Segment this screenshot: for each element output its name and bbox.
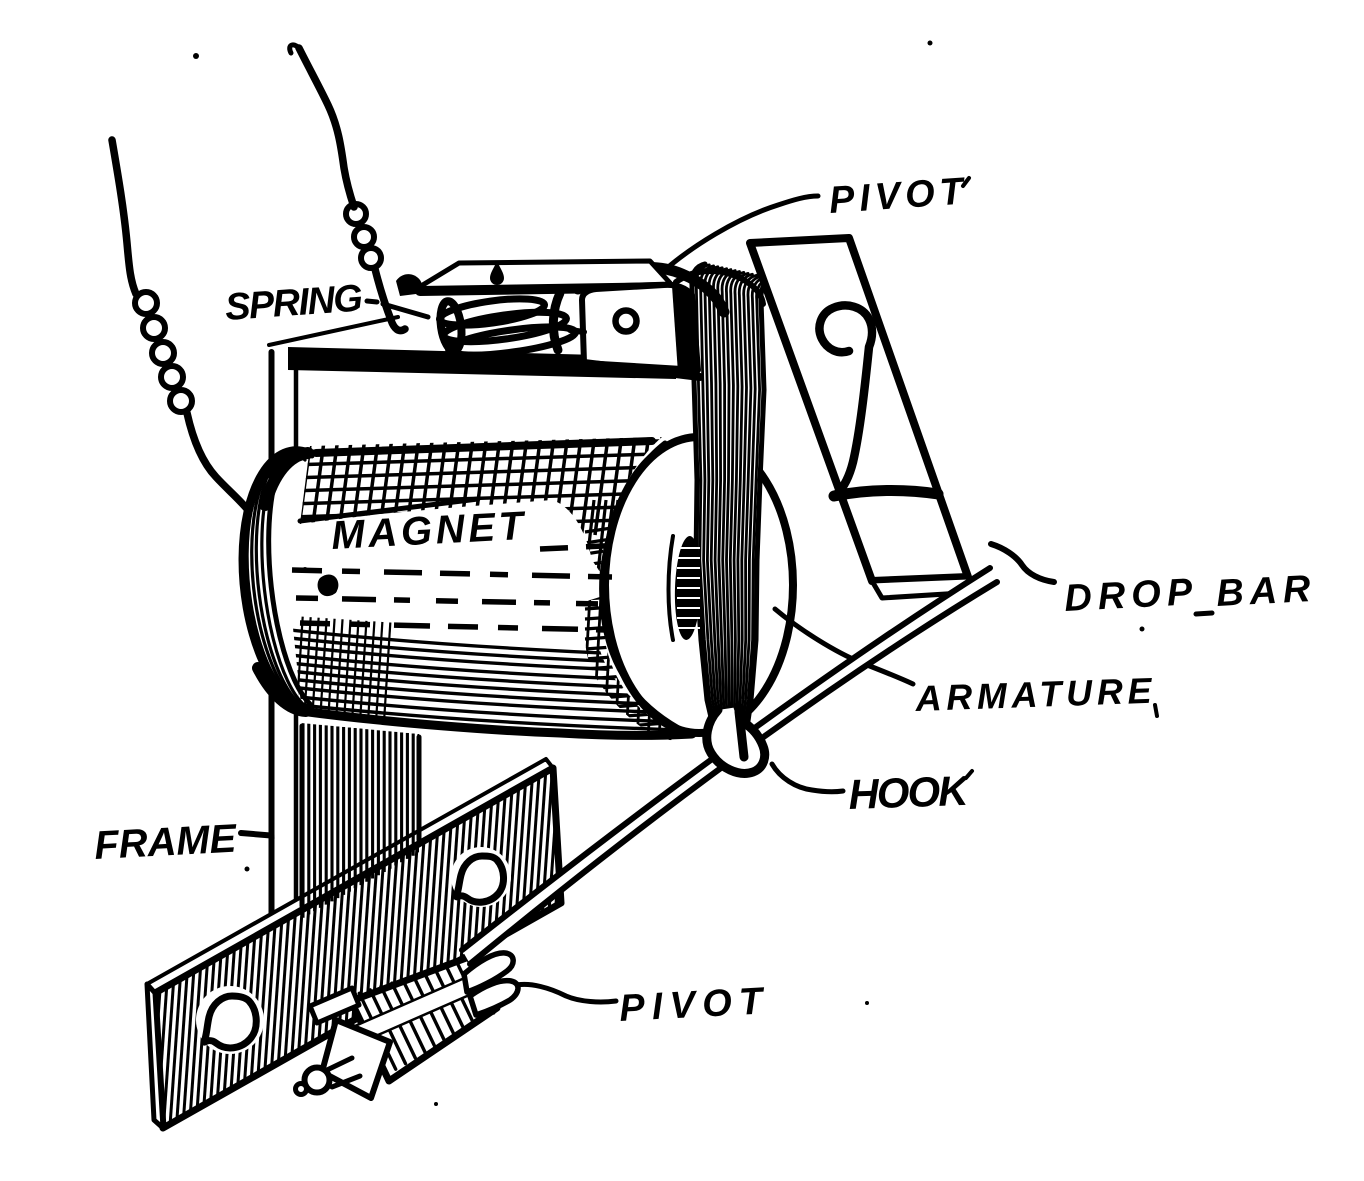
svg-text:PIVOT: PIVOT bbox=[618, 980, 766, 1030]
svg-text:BAR: BAR bbox=[1215, 568, 1312, 615]
svg-text:ARMATURE: ARMATURE bbox=[914, 670, 1153, 719]
svg-text:HOOK: HOOK bbox=[848, 767, 972, 818]
svg-text:FRAME: FRAME bbox=[93, 817, 238, 868]
